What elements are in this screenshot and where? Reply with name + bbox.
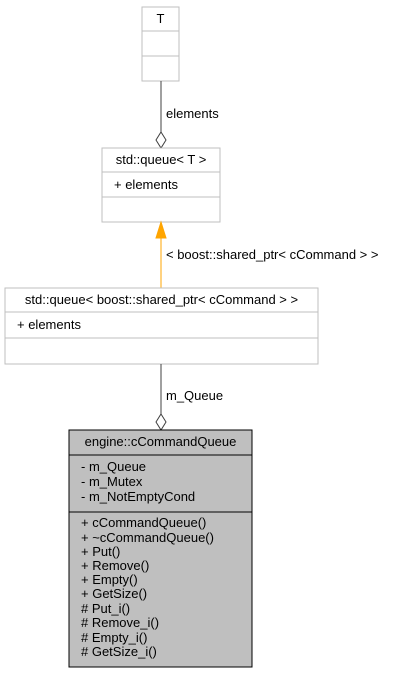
edge-template-label: < boost::shared_ptr< cCommand > > xyxy=(166,247,378,262)
edge-m-queue: m_Queue xyxy=(155,364,223,431)
edge-template-instantiation: < boost::shared_ptr< cCommand > > xyxy=(155,220,378,288)
attribute-m-queue: - m_Queue xyxy=(81,459,146,474)
operation-getsize-i: # GetSize_i() xyxy=(81,644,157,659)
operation-destructor: + ~cCommandQueue() xyxy=(81,530,214,545)
class-box-t-frame xyxy=(141,6,180,82)
class-box-ccommandqueue-frame xyxy=(68,429,253,668)
class-box-t[interactable]: T xyxy=(141,6,180,82)
class-box-ccommandqueue[interactable]: engine::cCommandQueue - m_Queue - m_Mute… xyxy=(68,429,253,668)
operation-remove-i: # Remove_i() xyxy=(81,615,159,630)
class-box-std-queue-t-title: std::queue< T > xyxy=(116,152,207,167)
operation-getsize: + GetSize() xyxy=(81,586,147,601)
edge-m-queue-label: m_Queue xyxy=(166,388,223,403)
class-box-ccommandqueue-operations: + cCommandQueue() + ~cCommandQueue() + P… xyxy=(81,515,214,659)
template-arrow-icon xyxy=(155,220,167,239)
edge-elements-label: elements xyxy=(166,106,219,121)
attribute-m-mutex: - m_Mutex xyxy=(81,474,143,489)
class-box-std-queue-shared-title: std::queue< boost::shared_ptr< cCommand … xyxy=(25,292,298,307)
aggregation-diamond-icon xyxy=(155,131,167,149)
class-box-ccommandqueue-title: engine::cCommandQueue xyxy=(85,434,237,449)
operation-put-i: # Put_i() xyxy=(81,601,130,616)
operation-put: + Put() xyxy=(81,544,120,559)
edge-elements: elements xyxy=(155,81,219,149)
class-box-std-queue-shared-attribute: + elements xyxy=(17,317,81,332)
class-box-std-queue-t-attribute: + elements xyxy=(114,177,178,192)
operation-ccommandqueue: + cCommandQueue() xyxy=(81,515,206,530)
operation-empty: + Empty() xyxy=(81,572,138,587)
class-box-std-queue-t[interactable]: std::queue< T > + elements xyxy=(101,147,221,223)
aggregation-diamond-icon xyxy=(155,413,167,431)
class-box-std-queue-shared-frame xyxy=(4,287,319,365)
class-box-std-queue-t-frame xyxy=(101,147,221,223)
operation-remove: + Remove() xyxy=(81,558,149,573)
class-box-t-title: T xyxy=(157,11,165,26)
attribute-m-notemptycond: - m_NotEmptyCond xyxy=(81,489,195,504)
operation-empty-i: # Empty_i() xyxy=(81,630,147,645)
class-box-std-queue-shared[interactable]: std::queue< boost::shared_ptr< cCommand … xyxy=(4,287,319,365)
class-box-ccommandqueue-attributes: - m_Queue - m_Mutex - m_NotEmptyCond xyxy=(81,459,195,504)
